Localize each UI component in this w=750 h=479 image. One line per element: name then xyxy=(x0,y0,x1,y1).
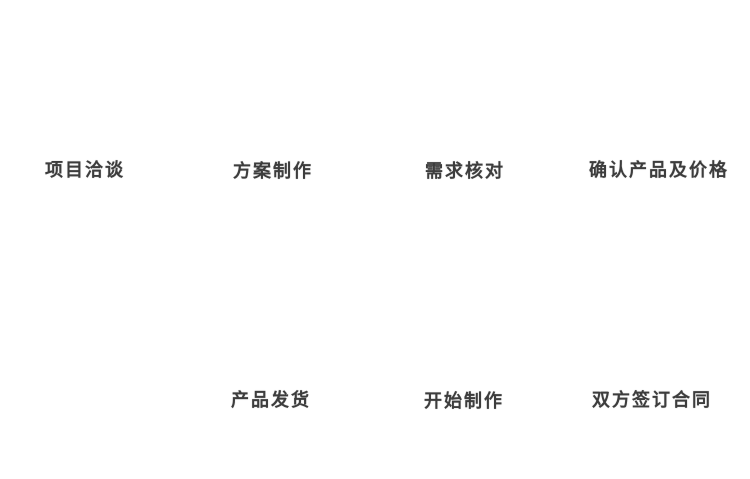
step-label-proposal-creation: 方案制作 xyxy=(233,161,313,182)
step-label-start-production: 开始制作 xyxy=(424,391,504,412)
step-label-requirement-check: 需求核对 xyxy=(425,161,505,182)
step-label-confirm-product-price: 确认产品及价格 xyxy=(589,160,729,181)
step-label-contract-signing: 双方签订合同 xyxy=(592,390,712,411)
step-label-product-shipping: 产品发货 xyxy=(231,390,311,411)
step-label-project-negotiation: 项目洽谈 xyxy=(45,160,125,181)
